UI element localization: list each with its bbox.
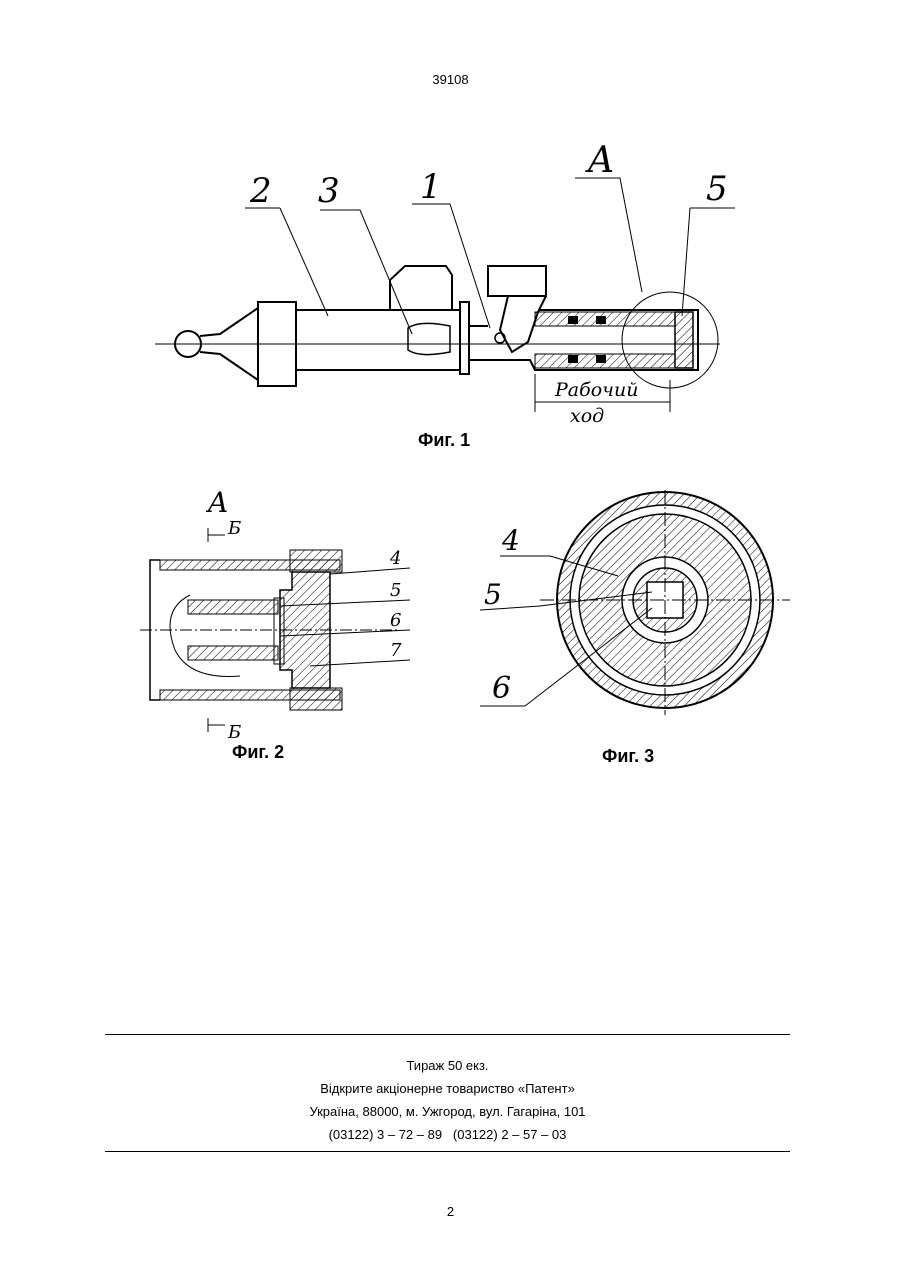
figure-2-drawing: A Б Б 4 5 6 7: [120, 480, 420, 740]
page-number: 2: [0, 1204, 901, 1219]
figure-1-caption: Фиг. 1: [418, 430, 470, 451]
fig1-label-view-a: A: [585, 140, 614, 181]
patent-number: 39108: [0, 72, 901, 87]
fig2-label-7: 7: [390, 640, 402, 661]
figure-3-drawing: 4 5 6: [470, 470, 800, 740]
footer-bottom-rule: [105, 1151, 790, 1152]
imprint-address: Україна, 88000, м. Ужгород, вул. Гагарін…: [105, 1100, 790, 1123]
fig2-section-top: Б: [227, 518, 241, 539]
figure-1-drawing: 2 3 1 A 5 Рабочий ход: [150, 130, 750, 430]
fig2-label-4: 4: [389, 548, 401, 569]
figure-3-caption: Фиг. 3: [602, 746, 654, 767]
fig1-stroke-label-2: ход: [570, 405, 604, 427]
imprint-publisher: Відкрите акціонерне товариство «Патент»: [105, 1077, 790, 1100]
imprint-circulation: Тираж 50 екз.: [105, 1054, 790, 1077]
fig3-label-6: 6: [492, 671, 511, 706]
fig2-label-5: 5: [390, 580, 401, 601]
figure-2-caption: Фиг. 2: [232, 742, 284, 763]
fig1-stroke-label-1: Рабочий: [554, 379, 638, 401]
fig2-section-bottom: Б: [227, 722, 241, 740]
fig1-label-5: 5: [706, 169, 728, 209]
fig3-label-5: 5: [484, 578, 502, 611]
fig2-label-view-a: A: [205, 486, 228, 519]
footer-imprint: Тираж 50 екз. Відкрите акціонерне товари…: [105, 1054, 790, 1146]
fig3-label-4: 4: [501, 524, 520, 557]
imprint-phones: (03122) 3 – 72 – 89 (03122) 2 – 57 – 03: [105, 1123, 790, 1146]
fig1-label-1: 1: [420, 167, 442, 207]
fig1-label-3: 3: [318, 171, 340, 211]
fig2-label-6: 6: [390, 610, 401, 631]
fig1-label-2: 2: [249, 171, 272, 211]
footer-top-rule: [105, 1034, 790, 1035]
